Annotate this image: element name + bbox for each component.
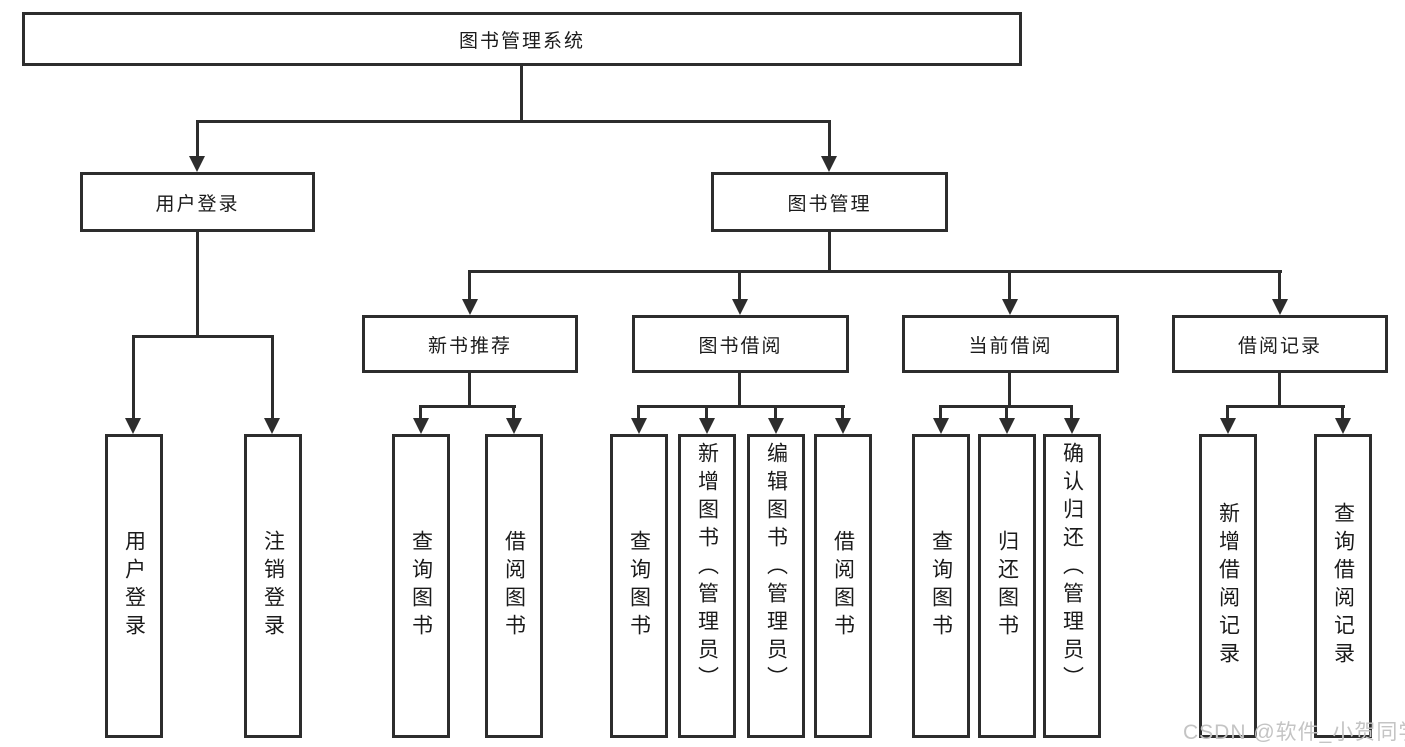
arrow-down-icon (821, 156, 837, 172)
csdn-watermark: CSDN @软件_小贺同学 (1183, 721, 1405, 744)
connector-userlogin-bar (132, 335, 274, 338)
arrow-down-icon (835, 418, 851, 434)
connector-root-left-drop (196, 120, 199, 156)
arrow-down-icon (1272, 299, 1288, 315)
node-leaf-logout: 注销登录 (244, 434, 302, 738)
connector-bookborrow-drop3 (774, 405, 777, 418)
connector-bookmgmt-stem (828, 232, 831, 270)
leaf-label: 查询图书 (627, 530, 651, 642)
leaf-label: 编辑图书（管理员） (764, 442, 788, 694)
connector-bookmgmt-drop4 (1278, 270, 1281, 299)
connector-bookmgmt-drop1 (468, 270, 471, 299)
node-leaf-rec-query: 查询借阅记录 (1314, 434, 1372, 738)
connector-currentborrow-drop1 (939, 405, 942, 418)
connector-root-stem (520, 66, 523, 120)
arrow-down-icon (1002, 299, 1018, 315)
leaf-label: 借阅图书 (831, 530, 855, 642)
connector-root-right-drop (828, 120, 831, 156)
arrow-down-icon (125, 418, 141, 434)
connector-newbooks-drop2 (512, 405, 515, 418)
connector-records-stem (1278, 373, 1281, 405)
arrow-down-icon (999, 418, 1015, 434)
node-leaf-nb-query: 查询图书 (392, 434, 450, 738)
connector-bookmgmt-drop3 (1008, 270, 1011, 299)
node-book-borrow: 图书借阅 (632, 315, 849, 373)
node-leaf-user-login: 用户登录 (105, 434, 163, 738)
leaf-label: 新增借阅记录 (1216, 502, 1240, 670)
leaf-label: 归还图书 (995, 530, 1019, 642)
arrow-down-icon (462, 299, 478, 315)
arrow-down-icon (413, 418, 429, 434)
connector-bookborrow-stem (738, 373, 741, 405)
connector-bookborrow-drop2 (705, 405, 708, 418)
node-new-books: 新书推荐 (362, 315, 578, 373)
connector-bookborrow-drop4 (841, 405, 844, 418)
arrow-down-icon (1220, 418, 1236, 434)
arrow-down-icon (933, 418, 949, 434)
connector-records-drop2 (1341, 405, 1344, 418)
node-new-books-label: 新书推荐 (427, 335, 512, 357)
connector-newbooks-bar (419, 405, 516, 408)
node-book-mgmt: 图书管理 (711, 172, 948, 232)
leaf-label: 借阅图书 (502, 530, 526, 642)
node-book-mgmt-label: 图书管理 (787, 193, 872, 215)
arrow-down-icon (631, 418, 647, 434)
node-leaf-bb-borrow: 借阅图书 (814, 434, 872, 738)
connector-bookborrow-bar (637, 405, 845, 408)
connector-userlogin-stem (196, 232, 199, 335)
connector-currentborrow-drop3 (1070, 405, 1073, 418)
node-leaf-rec-add: 新增借阅记录 (1199, 434, 1257, 738)
arrow-down-icon (264, 418, 280, 434)
node-borrow-records-label: 借阅记录 (1237, 335, 1322, 357)
node-leaf-bb-add: 新增图书（管理员） (678, 434, 736, 738)
leaf-label: 用户登录 (122, 530, 146, 642)
arrow-down-icon (506, 418, 522, 434)
node-root-label: 图书管理系统 (458, 30, 585, 52)
leaf-label: 查询图书 (929, 530, 953, 642)
node-root: 图书管理系统 (22, 12, 1022, 66)
arrow-down-icon (699, 418, 715, 434)
leaf-label: 注销登录 (261, 530, 285, 642)
node-book-borrow-label: 图书借阅 (698, 335, 783, 357)
arrow-down-icon (732, 299, 748, 315)
leaf-label: 查询借阅记录 (1331, 502, 1355, 670)
leaf-label: 新增图书（管理员） (695, 442, 719, 694)
node-leaf-bb-edit: 编辑图书（管理员） (747, 434, 805, 738)
node-leaf-bb-query: 查询图书 (610, 434, 668, 738)
arrow-down-icon (1335, 418, 1351, 434)
node-leaf-cb-confirm: 确认归还（管理员） (1043, 434, 1101, 738)
node-current-borrow: 当前借阅 (902, 315, 1119, 373)
connector-userlogin-drop2 (271, 335, 274, 418)
node-leaf-nb-borrow: 借阅图书 (485, 434, 543, 738)
connector-currentborrow-stem (1008, 373, 1011, 405)
node-borrow-records: 借阅记录 (1172, 315, 1388, 373)
connector-userlogin-drop1 (132, 335, 135, 418)
connector-records-bar (1226, 405, 1345, 408)
connector-newbooks-stem (468, 373, 471, 405)
connector-root-bar (196, 120, 831, 123)
connector-bookborrow-drop1 (637, 405, 640, 418)
leaf-label: 确认归还（管理员） (1060, 442, 1084, 694)
connector-records-drop1 (1226, 405, 1229, 418)
connector-bookmgmt-bar (468, 270, 1282, 273)
connector-newbooks-drop1 (419, 405, 422, 418)
node-current-borrow-label: 当前借阅 (968, 335, 1053, 357)
node-user-login-label: 用户登录 (155, 193, 240, 215)
arrow-down-icon (1064, 418, 1080, 434)
node-leaf-cb-query: 查询图书 (912, 434, 970, 738)
leaf-label: 查询图书 (409, 530, 433, 642)
connector-bookmgmt-drop2 (738, 270, 741, 299)
connector-currentborrow-drop2 (1005, 405, 1008, 418)
node-leaf-cb-return: 归还图书 (978, 434, 1036, 738)
arrow-down-icon (189, 156, 205, 172)
arrow-down-icon (768, 418, 784, 434)
node-user-login: 用户登录 (80, 172, 315, 232)
